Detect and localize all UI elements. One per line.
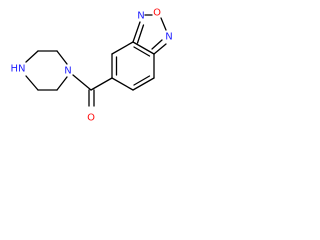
benzene-ring [111, 41, 155, 91]
bond-c3a-n-double [136, 24, 145, 44]
atom-label-n-oxadiazole-right: N [165, 32, 172, 43]
bond-c3a-n [132, 21, 141, 43]
molecule-structure-diagram: HN N O N O N [11, 8, 173, 124]
bond-n-c7a [153, 43, 167, 55]
bond-n-c3 [56, 76, 68, 91]
atom-label-hn: HN [11, 64, 26, 75]
bond-c7-c6 [132, 77, 155, 91]
bond-c4-nh [25, 75, 39, 91]
bond-carbonyl-to-ring [90, 77, 113, 91]
bond-c4-c3a [111, 41, 134, 55]
bond-o-n-right [160, 17, 167, 31]
carbonyl-group [72, 74, 113, 107]
bond-c6-c5 [111, 77, 134, 91]
bond-inner-c3a-c7a [133, 46, 151, 57]
bond-c3a-c7a [132, 41, 155, 55]
bond-c2-n [56, 50, 68, 65]
bond-n-carbonyl-carbon [72, 74, 92, 91]
bond-n-c7a-double [151, 39, 163, 50]
bond-nh-c1 [25, 50, 39, 63]
oxadiazole-ring [132, 14, 167, 55]
atom-label-o-oxadiazole: O [153, 8, 161, 19]
atom-label-n-piperazine: N [64, 66, 71, 77]
atom-label-n-oxadiazole-left: N [137, 11, 144, 22]
atom-label-o-carbonyl: O [87, 113, 95, 124]
atom-labels: HN N O N O N [11, 8, 173, 124]
piperazine-ring [25, 50, 68, 91]
bond-inner-c7-c6 [133, 75, 151, 86]
